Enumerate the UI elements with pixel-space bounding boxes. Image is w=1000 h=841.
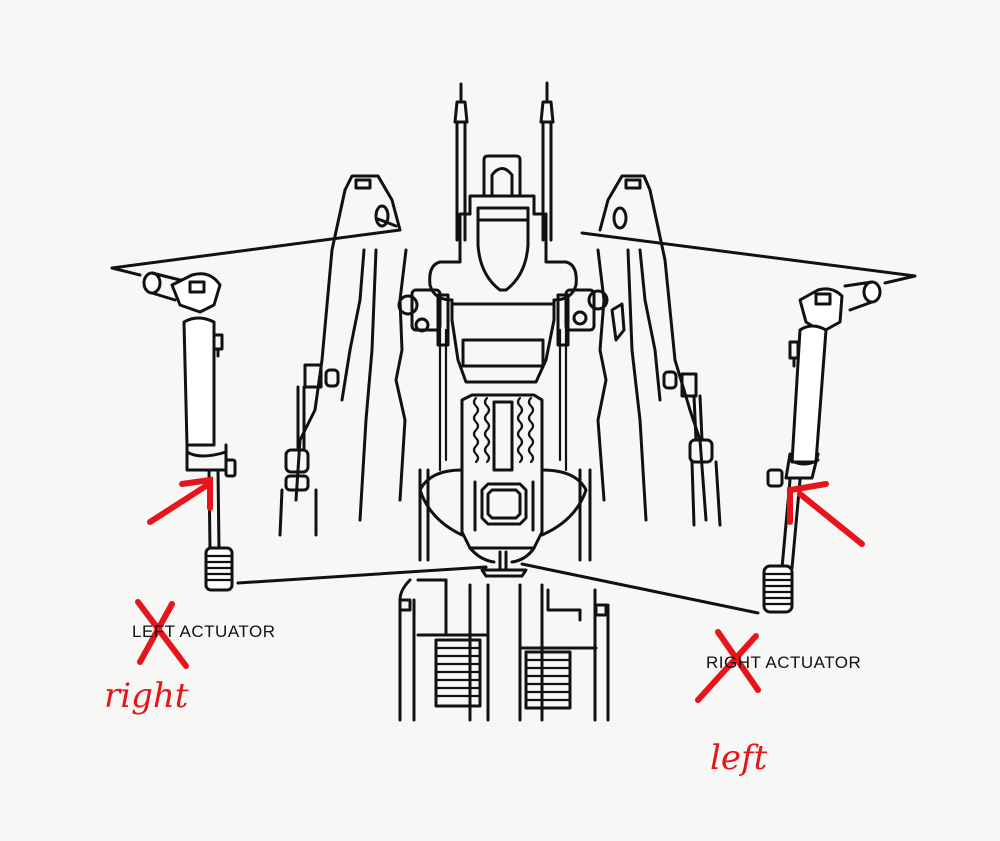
hip-left: [418, 468, 464, 562]
head-unit: [428, 154, 578, 322]
red-arrow-left: [147, 476, 213, 525]
left-actuator: [142, 271, 237, 592]
arm-frame-right: [596, 174, 722, 527]
spine-chain: [460, 393, 544, 578]
right-actuator-label: RIGHT ACTUATOR: [706, 653, 862, 672]
handwritten-correction-right: right: [104, 676, 189, 716]
torso: [438, 298, 568, 472]
shoulder-right: [556, 288, 609, 347]
red-cross-left: [135, 599, 189, 669]
red-arrow-right: [787, 481, 865, 547]
red-cross-right: [695, 629, 761, 703]
leader-lines: [110, 217, 917, 615]
handwritten-correction-left: left: [710, 738, 768, 778]
left-actuator-label: LEFT ACTUATOR: [132, 622, 276, 641]
antenna-left: [453, 82, 469, 242]
antenna-right: [539, 81, 555, 242]
leg-left: [398, 578, 490, 722]
right-actuator: [762, 280, 882, 614]
arm-frame-left: [278, 174, 408, 537]
hip-right: [540, 468, 592, 562]
leg-right: [518, 583, 610, 722]
